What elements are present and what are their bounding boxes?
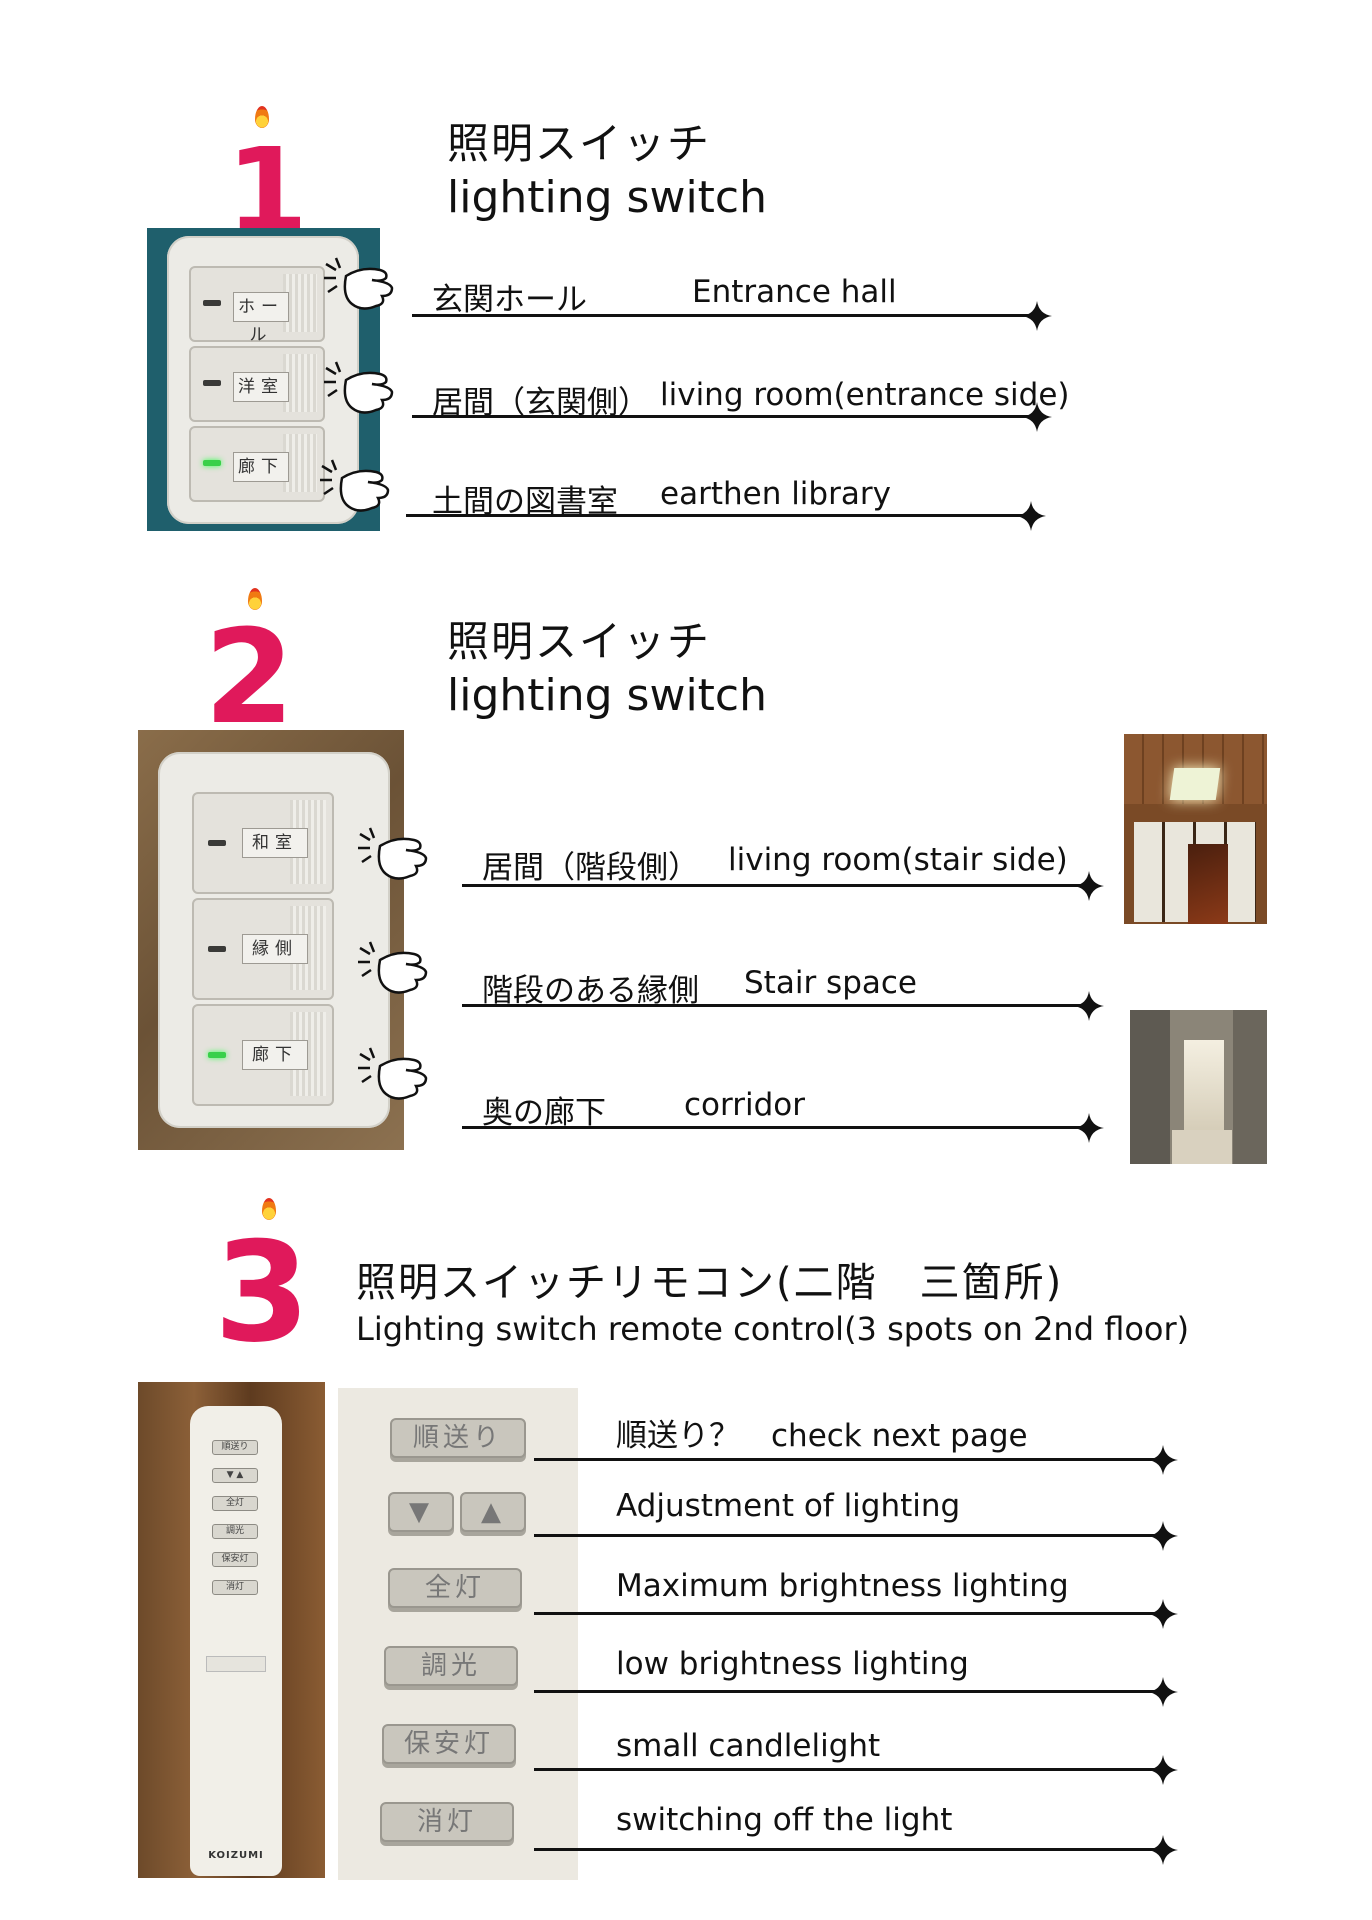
leader-line (462, 884, 1084, 887)
switch-rocker: 廊下 (189, 426, 325, 502)
remote-label: 順送り？ check next page (616, 1418, 1028, 1454)
remote-button-up: ▲ (460, 1492, 526, 1532)
remote-body: 順送り ▼ ▲ 全灯 調光 保安灯 消灯 KOIZUMI (190, 1406, 282, 1876)
remote-label: low brightness lighting (616, 1646, 969, 1682)
sparkle-icon (1148, 1599, 1178, 1629)
remote-photo: 順送り ▼ ▲ 全灯 調光 保安灯 消灯 KOIZUMI (138, 1382, 325, 1878)
switch-tag: 縁側 (242, 934, 308, 964)
living-room-photo (1124, 734, 1267, 924)
switch-rocker: 和室 (192, 792, 334, 894)
switch-tag: 廊下 (233, 452, 289, 482)
sparkle-icon (1022, 402, 1052, 432)
label-en: living room(stair side) (728, 842, 1068, 878)
remote-button-night: 保安灯 (382, 1724, 516, 1764)
leader-line (534, 1690, 1164, 1693)
indicator-led (203, 300, 221, 306)
sparkle-icon (1074, 871, 1104, 901)
sparkle-icon (1148, 1677, 1178, 1707)
switch-tag: 和室 (242, 828, 308, 858)
remote-brand: KOIZUMI (208, 1850, 264, 1861)
remote-button-dim: 調光 (384, 1646, 518, 1686)
remote-closeup-photo: 順送り ▼ ▲ 全灯 調光 保安灯 消灯 (338, 1388, 578, 1880)
section-title-jp: 照明スイッチリモコン(二階 三箇所) (356, 1260, 1064, 1306)
remote-button-full: 全灯 (388, 1568, 522, 1608)
pointing-hand-icon (358, 1047, 428, 1100)
label-en: Stair space (744, 965, 917, 1001)
switch-plate: 和室 縁側 廊下 (158, 752, 390, 1128)
label-jp: 玄関ホール (432, 282, 587, 318)
remote-button: 全灯 (212, 1496, 258, 1511)
sparkle-icon (1148, 1835, 1178, 1865)
leader-line (412, 314, 1032, 317)
candle-flame-icon (255, 106, 269, 128)
remote-button-down: ▼ (388, 1492, 454, 1532)
remote-button: 消灯 (212, 1580, 258, 1595)
remote-button: 保安灯 (212, 1552, 258, 1567)
section-title-jp: 照明スイッチ (447, 617, 712, 666)
switch-rocker: 縁側 (192, 898, 334, 1000)
section-title-en: lighting switch (447, 172, 768, 223)
remote-slider (206, 1656, 266, 1672)
remote-button: 順送り (212, 1440, 258, 1455)
label-en: earthen library (660, 476, 891, 512)
label-jp: 居間（階段側） (482, 850, 699, 886)
remote-button-off: 消灯 (380, 1802, 514, 1842)
sparkle-icon (1016, 501, 1046, 531)
switch-rocker: ホール (189, 266, 325, 345)
remote-label: small candlelight (616, 1728, 881, 1764)
remote-button: ▼ ▲ (212, 1468, 258, 1483)
switch-tag: 廊下 (242, 1040, 308, 1070)
sparkle-icon (1074, 991, 1104, 1021)
indicator-led (208, 840, 226, 846)
sparkle-icon (1148, 1755, 1178, 1785)
leader-line (534, 1534, 1164, 1537)
switch-tag: 洋室 (233, 372, 289, 402)
section-title-en: Lighting switch remote control(3 spots o… (356, 1310, 1190, 1348)
pointing-hand-icon (358, 827, 428, 880)
label-en: living room(entrance side) (660, 377, 1070, 413)
leader-line (412, 415, 1032, 418)
leader-line (534, 1848, 1164, 1851)
indicator-led-on (203, 460, 221, 466)
sparkle-icon (1074, 1113, 1104, 1143)
leader-line (534, 1768, 1164, 1771)
leader-line (534, 1458, 1164, 1461)
remote-label: switching off the light (616, 1802, 953, 1838)
candle-flame-icon (248, 588, 262, 610)
section-title-en: lighting switch (447, 670, 768, 721)
remote-button-next: 順送り (390, 1418, 526, 1458)
switch-rocker: 廊下 (192, 1004, 334, 1106)
sparkle-icon (1148, 1521, 1178, 1551)
leader-line (462, 1004, 1084, 1007)
leader-line (406, 514, 1026, 517)
pointing-hand-icon (324, 257, 394, 310)
section-title-jp: 照明スイッチ (447, 119, 712, 168)
candle-flame-icon (262, 1198, 276, 1220)
indicator-led (208, 946, 226, 952)
switch-photo: 和室 縁側 廊下 (138, 730, 404, 1150)
switch-rocker: 洋室 (189, 346, 325, 422)
remote-label: Maximum brightness lighting (616, 1568, 1069, 1604)
switch-tag: ホール (233, 292, 289, 345)
sparkle-icon (1148, 1445, 1178, 1475)
section-number: 2 (204, 601, 295, 753)
section-number: 3 (214, 1212, 311, 1373)
pointing-hand-icon (320, 459, 390, 512)
leader-line (534, 1612, 1164, 1615)
remote-button: 調光 (212, 1524, 258, 1539)
switch-plate: ホール 洋室 廊下 (167, 236, 359, 524)
label-en: corridor (684, 1087, 805, 1123)
corridor-photo (1130, 1010, 1267, 1164)
remote-label: Adjustment of lighting (616, 1488, 961, 1524)
label-en: Entrance hall (692, 274, 897, 310)
leader-line (462, 1126, 1084, 1129)
indicator-led (203, 380, 221, 386)
pointing-hand-icon (324, 361, 394, 414)
label-jp: 階段のある縁側 (482, 973, 699, 1009)
pointing-hand-icon (358, 941, 428, 994)
label-jp: 奥の廊下 (482, 1095, 606, 1131)
indicator-led-on (208, 1052, 226, 1058)
sparkle-icon (1022, 301, 1052, 331)
